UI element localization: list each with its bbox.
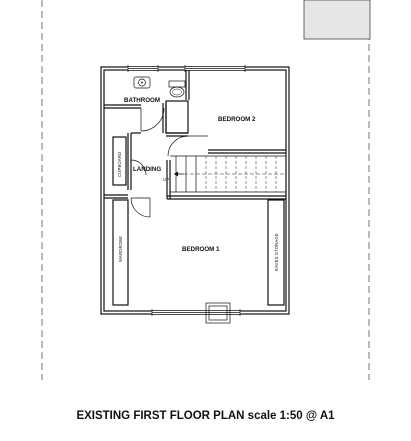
bathroom-door bbox=[140, 107, 165, 132]
staircase bbox=[170, 155, 286, 193]
wardrobe-storage bbox=[112, 199, 129, 306]
bathroom-label: BATHROOM bbox=[124, 97, 160, 104]
bedroom-1-wall bbox=[104, 194, 286, 200]
wardrobe-label: WARDROBE bbox=[118, 236, 123, 262]
plan-title: EXISTING FIRST FLOOR PLAN scale 1:50 @ A… bbox=[76, 410, 335, 422]
basin-icon bbox=[133, 76, 151, 89]
bathroom-walls bbox=[104, 103, 167, 133]
top-window-bedroom-2 bbox=[184, 65, 246, 72]
stair-up-label: UP bbox=[163, 177, 169, 182]
airing-cupboard bbox=[165, 100, 189, 134]
cupboard-label: CUPBOARD bbox=[117, 152, 122, 177]
bedroom-1-label: BEDROOM 1 bbox=[182, 246, 220, 253]
landing-walls bbox=[127, 132, 171, 199]
eaves-storage-label: EAVES STORAGE bbox=[274, 233, 279, 271]
outer-walls bbox=[100, 66, 290, 315]
cupboard-storage bbox=[112, 136, 127, 186]
landing-label: LANDING bbox=[133, 166, 161, 173]
bedroom-2-label: BEDROOM 2 bbox=[218, 116, 256, 123]
cupboard-door bbox=[130, 159, 147, 176]
eaves-storage bbox=[267, 199, 285, 306]
stair-arrow-icon bbox=[174, 171, 184, 177]
bottom-window-bedroom-1 bbox=[151, 302, 241, 324]
toilet-icon bbox=[168, 80, 186, 98]
title-block bbox=[303, 0, 371, 40]
bedroom-1-door bbox=[130, 197, 151, 218]
bedroom-2-door bbox=[167, 135, 208, 157]
top-window-bathroom bbox=[127, 65, 159, 72]
bedroom-2-walls bbox=[166, 70, 286, 154]
